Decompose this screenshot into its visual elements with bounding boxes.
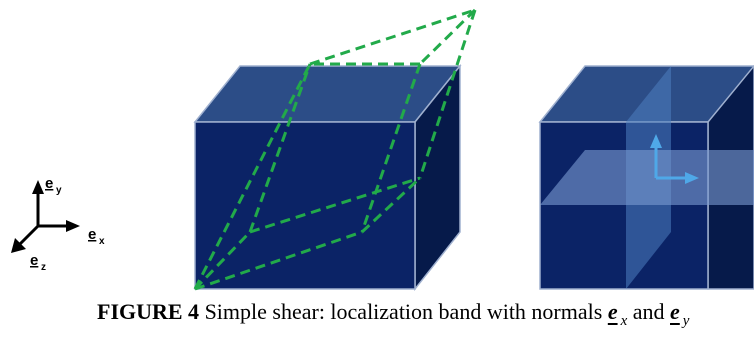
shear-edge	[193, 230, 252, 291]
x-axis-subscript: x	[99, 236, 105, 247]
normal-vector-x-subscript: x	[620, 313, 628, 329]
caption-text: Simple shear: localization band with nor…	[204, 299, 603, 324]
caption-conjunction: and	[632, 299, 665, 324]
band-cube	[538, 64, 754, 290]
shear-edge	[249, 176, 421, 234]
z-axis-label: e	[30, 252, 38, 269]
normal-arrow-x-head	[685, 172, 699, 184]
x-axis-arrowhead	[66, 220, 80, 232]
y-axis-label: e	[45, 175, 53, 192]
x-axis-label: e	[88, 226, 96, 243]
shear-edge	[248, 63, 312, 233]
shear-cube-front-face	[194, 121, 416, 290]
normal-arrow-y-head	[650, 134, 662, 148]
shear-edge	[193, 63, 312, 290]
shear-cube	[193, 8, 477, 292]
y-axis-subscript: y	[56, 185, 62, 196]
sheared-element-outline	[193, 8, 477, 291]
shear-edge	[418, 9, 477, 179]
figure-canvas: e y e x e z	[11, 8, 754, 292]
band-cube-front-face	[539, 121, 709, 290]
figure-label: FIGURE 4	[97, 299, 200, 324]
shear-edge	[418, 8, 477, 66]
figure-caption: FIGURE 4 Simple shear: localization band…	[97, 299, 737, 333]
z-axis-line	[16, 224, 40, 248]
normal-vector-y: e	[670, 299, 680, 324]
normal-vector-y-subscript: y	[682, 313, 690, 329]
shear-edge	[194, 230, 363, 291]
normal-vector-x: e	[607, 299, 618, 324]
z-axis-arrowhead	[11, 238, 26, 253]
axes-triad: e y e x e z	[11, 175, 105, 273]
shear-cube-top-face	[193, 65, 462, 123]
z-axis-subscript: z	[41, 262, 46, 273]
shear-edge	[309, 8, 476, 66]
shear-edge	[360, 176, 422, 234]
shear-edge	[360, 63, 422, 233]
horizontal-localization-band	[540, 150, 754, 205]
y-axis-arrowhead	[32, 180, 44, 194]
